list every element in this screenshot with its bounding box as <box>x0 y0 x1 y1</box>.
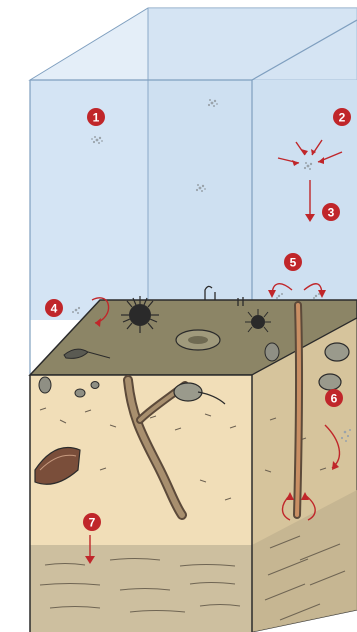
marker-6-label: 6 <box>331 392 338 406</box>
marker-5-label: 5 <box>290 256 297 270</box>
marker-1-label: 1 <box>93 111 100 125</box>
worm-tube <box>297 305 299 515</box>
marker-5: 5 <box>284 253 302 271</box>
marker-4-label: 4 <box>51 302 58 316</box>
marker-2-label: 2 <box>339 111 346 125</box>
marker-3: 3 <box>322 203 340 221</box>
marker-3-label: 3 <box>328 206 335 220</box>
marker-4: 4 <box>45 299 63 317</box>
marker-7: 7 <box>83 513 101 531</box>
surface-mound <box>176 330 220 350</box>
marker-2: 2 <box>333 108 351 126</box>
marker-7-label: 7 <box>89 516 96 530</box>
marker-6: 6 <box>325 389 343 407</box>
marker-1: 1 <box>87 108 105 126</box>
